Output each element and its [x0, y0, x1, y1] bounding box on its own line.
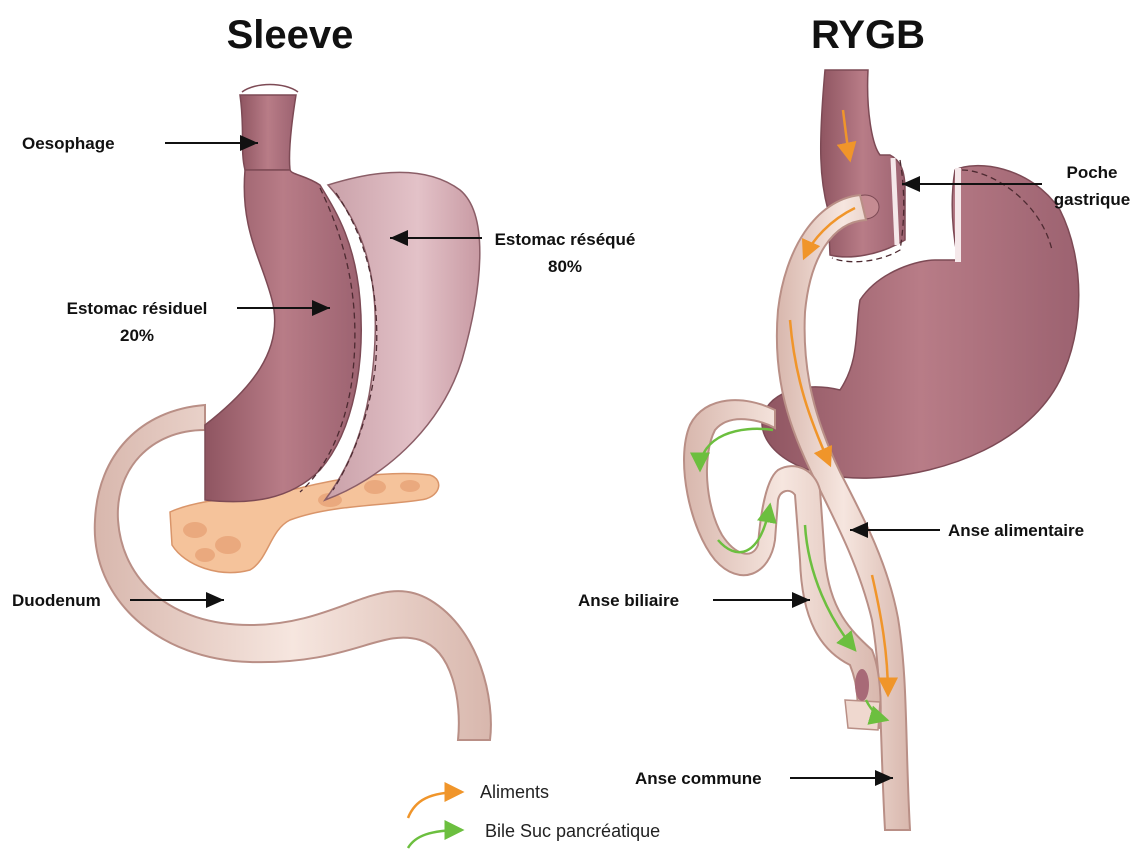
residual-stomach-shape: [205, 170, 361, 502]
label-poche: Poche: [1066, 163, 1117, 182]
oesophagus-shape: [240, 95, 296, 170]
label-anse-commune: Anse commune: [635, 769, 762, 788]
legend-bile: Bile Suc pancréatique: [485, 821, 660, 841]
label-duodenum: Duodenum: [12, 591, 101, 610]
label-gastrique: gastrique: [1054, 190, 1131, 209]
label-estomac-reseque-pct: 80%: [548, 257, 582, 276]
label-estomac-reseque: Estomac réséqué: [495, 230, 636, 249]
legend-aliments: Aliments: [480, 782, 549, 802]
legend: Aliments Bile Suc pancréatique: [408, 782, 660, 848]
legend-bile-arrow: [408, 830, 462, 848]
title-sleeve: Sleeve: [227, 13, 354, 57]
title-rygb: RYGB: [811, 13, 925, 57]
legend-food-arrow: [408, 792, 462, 818]
label-oesophage: Oesophage: [22, 134, 115, 153]
label-estomac-residuel: Estomac résiduel: [67, 299, 208, 318]
label-anse-biliaire: Anse biliaire: [578, 591, 679, 610]
label-estomac-residuel-pct: 20%: [120, 326, 154, 345]
label-anse-alimentaire: Anse alimentaire: [948, 521, 1084, 540]
sleeve-illustration: [95, 85, 491, 741]
